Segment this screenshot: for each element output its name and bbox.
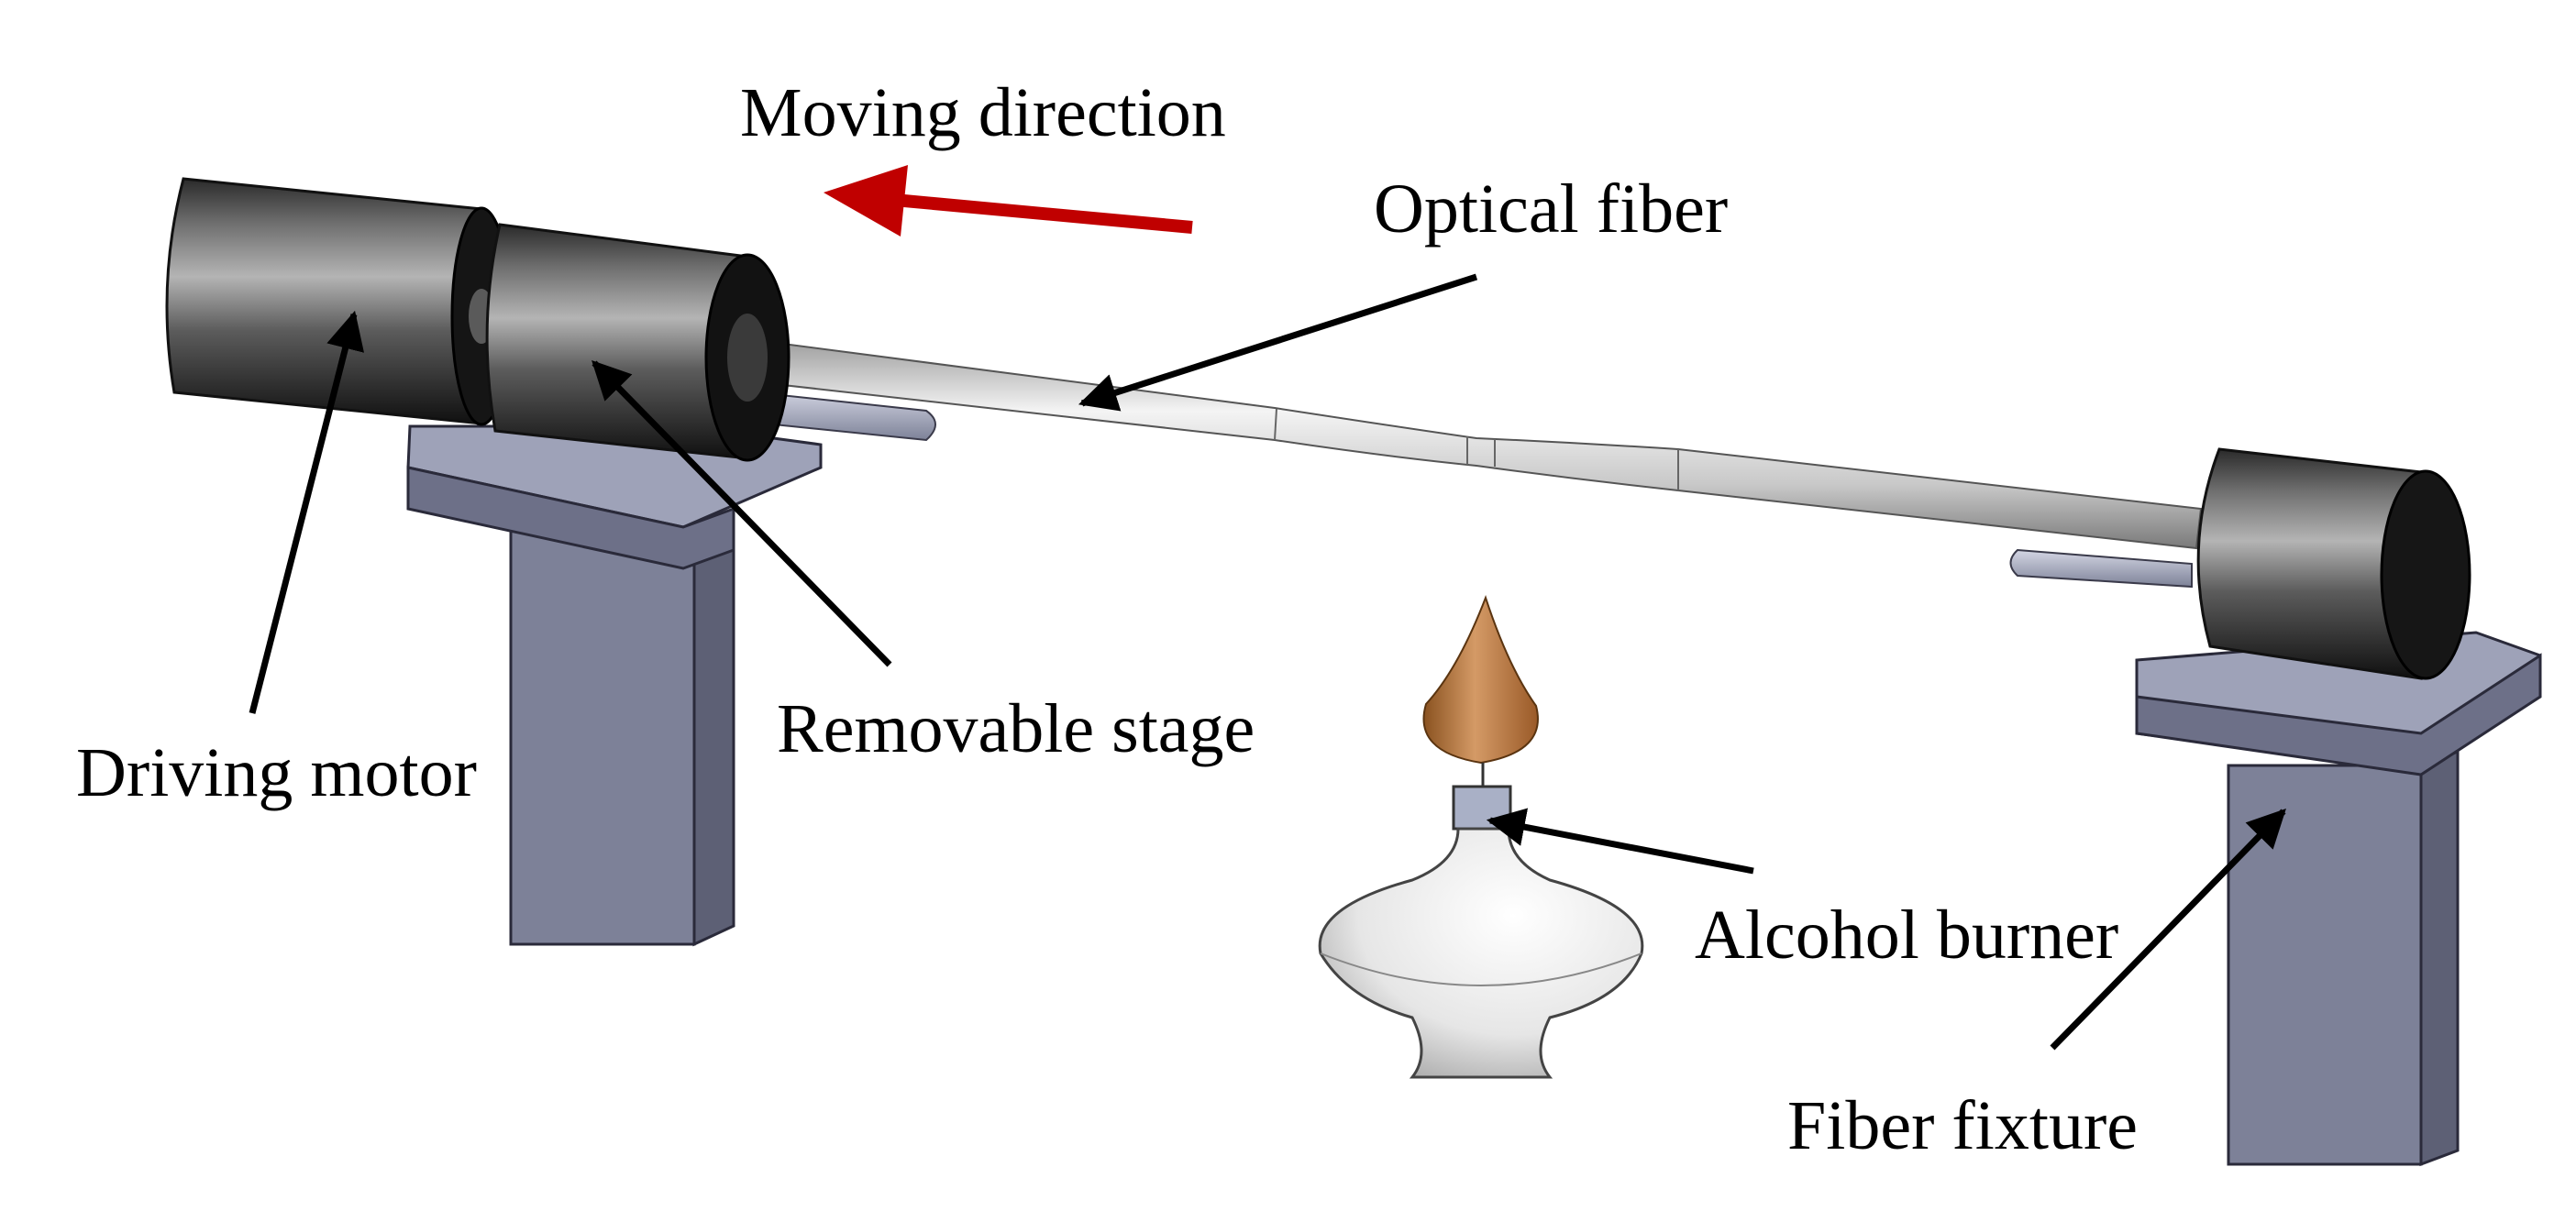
fiber-fixture-pointer [2050, 808, 2286, 1051]
label-removable-stage: Removable stage [777, 690, 1255, 767]
label-moving-direction: Moving direction [740, 74, 1226, 151]
left-stand [406, 424, 823, 947]
removable-stage [485, 223, 790, 462]
label-driving-motor: Driving motor [76, 734, 477, 811]
optical-fiber [733, 336, 2203, 550]
optical-fiber-pointer [1078, 273, 1478, 412]
direction-left-arrow-icon [824, 165, 1193, 237]
pointer-arrows [249, 273, 2286, 1051]
label-fiber-fixture: Fiber fixture [1787, 1087, 2138, 1164]
removable-stage-pointer [591, 359, 892, 667]
alcohol-burner-pointer [1486, 808, 1754, 875]
right-fiber-clamp [2009, 548, 2193, 589]
driving-motor [165, 177, 513, 426]
label-alcohol-burner: Alcohol burner [1695, 897, 2118, 974]
right-stand [2135, 631, 2542, 1167]
flame-icon [1422, 595, 1539, 765]
label-optical-fiber: Optical fiber [1374, 171, 1728, 248]
fiber-fixture-holder [2196, 447, 2471, 680]
driving-motor-pointer [249, 310, 365, 714]
